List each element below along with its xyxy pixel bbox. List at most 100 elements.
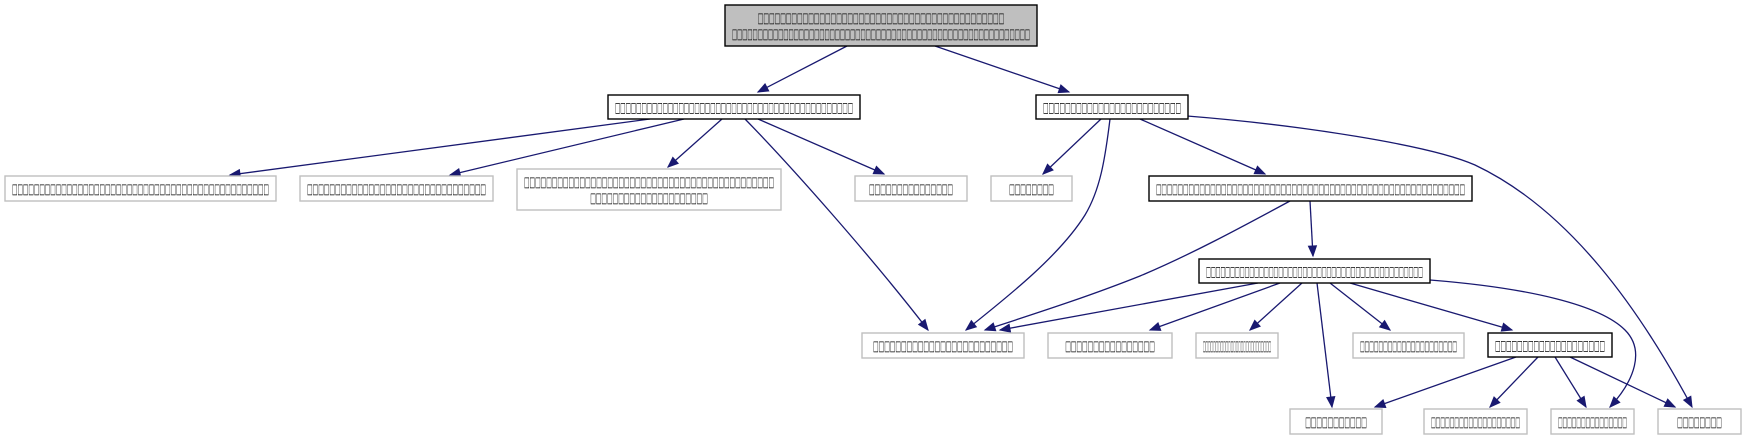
node-label: □□□□□□□□□□□□□□□ (1558, 415, 1627, 431)
graph-node-n2[interactable]: □□□□□□□□□□□□□□□□□□□□□□□□□ (1035, 94, 1189, 120)
arrowhead (1148, 321, 1162, 331)
edges-layer (228, 45, 1693, 409)
node-box (724, 4, 1038, 47)
edge-line (229, 118, 651, 176)
node-box (516, 168, 782, 211)
node-label: □□□□□□□□□□□ (1305, 415, 1367, 431)
edge-line (1489, 356, 1539, 408)
edge-line (934, 45, 1070, 93)
graph-node-n8: □□□□□□□□ (990, 175, 1073, 202)
node-label: □□□□□□□□□□□□□□□□□□□□ (1495, 338, 1605, 354)
arrowhead (756, 82, 770, 93)
arrowhead (1307, 245, 1318, 258)
edge-n17-to-n10 (1569, 356, 1677, 408)
edge-n11-to-n17 (1349, 282, 1514, 332)
arrowhead (917, 318, 929, 332)
edge-n2-to-n10 (1186, 115, 1693, 409)
graph-node-n12: □□□□□□□□□□□□□□□□ (1047, 332, 1173, 359)
edge-n11-to-n7 (998, 282, 1259, 333)
edge-n0-to-n2 (934, 45, 1071, 94)
graph-node-n10: □□□□□□□□ (1657, 408, 1742, 435)
edge-line (1249, 282, 1303, 331)
arrowhead (872, 165, 886, 175)
node-box (1035, 94, 1189, 120)
nodes-layer: □□□□□□□□□□□□□□□□□□□□□□□□□□□□□□□□□□□□□□□□… (4, 4, 1742, 435)
edge-n11-to-n13 (1249, 282, 1303, 331)
arrowhead (1609, 396, 1621, 408)
arrowhead (1378, 319, 1392, 331)
arrowhead (1326, 396, 1336, 409)
edge-n2-to-n7 (964, 118, 1111, 331)
node-label: □□□□□□□□□□□□□□□ (869, 182, 953, 198)
edge-n11-to-n12 (1148, 282, 1281, 331)
arrowhead (1489, 396, 1501, 408)
graph-node-n0: □□□□□□□□□□□□□□□□□□□□□□□□□□□□□□□□□□□□□□□□… (724, 4, 1038, 47)
arrowhead (666, 156, 679, 168)
node-label: □□□□□□□□ (1677, 415, 1722, 431)
node-box (1195, 332, 1279, 359)
edge-n2-to-n9 (1139, 118, 1267, 175)
edge-line (667, 118, 723, 168)
node-label: □□□□□□□□□□□□□□□□ (1065, 339, 1155, 355)
edge-n1-to-n6 (757, 118, 886, 175)
node-label: □□□□□□□□□□□□□□□□□□□□□□□□□ (873, 339, 1013, 355)
graph-node-n7: □□□□□□□□□□□□□□□□□□□□□□□□□ (861, 332, 1025, 359)
node-box (1148, 175, 1473, 202)
edge-n17-to-n19 (1554, 356, 1587, 409)
node-label: □□□□□□□□□□□□□□□□□□□□□□□□□□□□□□□□□□□□□□□□… (615, 100, 853, 116)
graph-node-n9[interactable]: □□□□□□□□□□□□□□□□□□□□□□□□□□□□□□□□□□□□□□□□… (1148, 175, 1473, 202)
node-label: □□□□□□□□□□□□□□□□□□□□□□□□□□□□□□□□□□□□□□□□… (758, 11, 1004, 27)
edge-line (1139, 118, 1266, 175)
node-box (1487, 332, 1613, 358)
graph-node-n17[interactable]: □□□□□□□□□□□□□□□□□□□□ (1487, 332, 1613, 358)
edge-n9-to-n7 (983, 200, 1291, 332)
arrowhead (1042, 163, 1054, 175)
edge-n11-to-n14 (1329, 282, 1392, 331)
node-box (990, 175, 1073, 202)
edge-n1-to-n5 (666, 118, 723, 168)
node-box (1550, 408, 1635, 435)
node-box (1198, 258, 1431, 284)
edge-n0-to-n1 (756, 45, 848, 93)
node-box (299, 175, 494, 202)
node-box (607, 94, 861, 120)
graph-node-n6: □□□□□□□□□□□□□□□ (854, 175, 968, 202)
edge-line (757, 45, 848, 93)
graph-node-n14: □□□□□□□□□□□□□□□□□□□□□ (1352, 332, 1465, 359)
node-label: □□□□□□□□□□□□□□□□□□□ (1431, 415, 1520, 431)
node-label: □□□□□□□□□□□□□□□□□□□□□□□□□□□□□□□□□□□□□□□□… (1156, 182, 1465, 198)
edge-n9-to-n11 (1307, 200, 1318, 258)
node-label: □□□□□□□□□□□□□□□□□□□□□□□□□□□□□□□□□□□□□□□□… (1206, 264, 1423, 280)
arrowhead (1682, 395, 1693, 409)
edge-n1-to-n4 (448, 118, 685, 178)
arrowhead (1500, 322, 1514, 332)
graph-node-n11[interactable]: □□□□□□□□□□□□□□□□□□□□□□□□□□□□□□□□□□□□□□□□… (1198, 258, 1431, 284)
edge-line (1042, 118, 1102, 175)
node-label: □□□□□□□□□□□□□□□□□□□□□□□□□□□□□□□□□□□□□□□□… (732, 27, 1030, 43)
node-box (1352, 332, 1465, 359)
node-label: □□□□□□□□□□□□□□□□□□□□□□□□□ (1043, 100, 1181, 116)
edge-n2-to-n8 (1042, 118, 1102, 175)
edge-line (744, 118, 929, 331)
edge-n1-to-n7 (744, 118, 929, 332)
arrowhead (983, 322, 997, 332)
edge-line (1186, 115, 1693, 408)
edge-line (1349, 282, 1513, 331)
node-label: □□□□□□□□□□□□□□□□□□□□□ (590, 191, 708, 207)
edge-line (1149, 282, 1281, 331)
edge-n11-to-n16 (1429, 279, 1637, 408)
arrowhead (1576, 395, 1587, 409)
edge-line (965, 118, 1111, 331)
node-label: □□□□□□□□□□□□□□□□□□□□□□□□□□□□□□□□□□□□□□□□… (524, 175, 774, 191)
node-label: □□□□□□□□□□□□□□□□□□□□□ (1360, 339, 1457, 355)
edge-line (999, 282, 1259, 331)
edge-n11-to-n15 (1316, 282, 1336, 409)
arrowhead (964, 319, 978, 331)
graph-node-n1[interactable]: □□□□□□□□□□□□□□□□□□□□□□□□□□□□□□□□□□□□□□□□… (607, 94, 861, 120)
graph-node-n16: □□□□□□□□□□□□□□□□□□□ (1423, 408, 1528, 435)
node-box (1657, 408, 1742, 435)
edge-line (1374, 356, 1517, 408)
arrowhead (1057, 84, 1071, 94)
arrowhead (1373, 399, 1387, 408)
edge-n17-to-n15 (1373, 356, 1517, 408)
